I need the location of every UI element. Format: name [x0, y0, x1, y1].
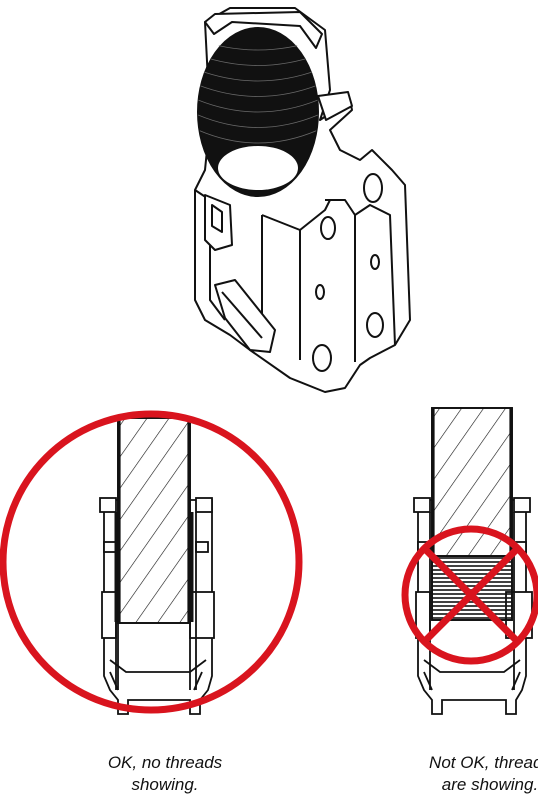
caption-not-ok-line1: Not OK, threads	[429, 753, 538, 772]
fitting-lower-arm	[214, 279, 276, 353]
fitting-hole	[363, 173, 383, 203]
cross-in-circle-icon	[401, 525, 538, 665]
section-view-ok	[99, 417, 215, 715]
caption-ok-line2: showing.	[131, 775, 199, 794]
caption-ok-line1: OK, no threads	[107, 753, 223, 772]
caption-not-ok-line2: are showing.	[441, 775, 538, 794]
fitting-right-flange	[325, 199, 356, 362]
fitting-hole	[370, 254, 380, 270]
fitting-hole	[320, 216, 336, 240]
caption-not-ok: Not OK, threads are showing.	[380, 752, 538, 796]
circle-mark-icon	[0, 410, 303, 714]
section-view-not-ok	[413, 407, 533, 715]
caption-ok: OK, no threads showing.	[40, 752, 290, 796]
fitting-hole	[315, 284, 325, 300]
fitting-isometric-view	[194, 7, 411, 393]
fitting-collar	[204, 11, 323, 49]
fitting-hole	[366, 312, 384, 338]
fitting-hole	[312, 344, 332, 372]
fitting-left-wall	[194, 189, 226, 321]
